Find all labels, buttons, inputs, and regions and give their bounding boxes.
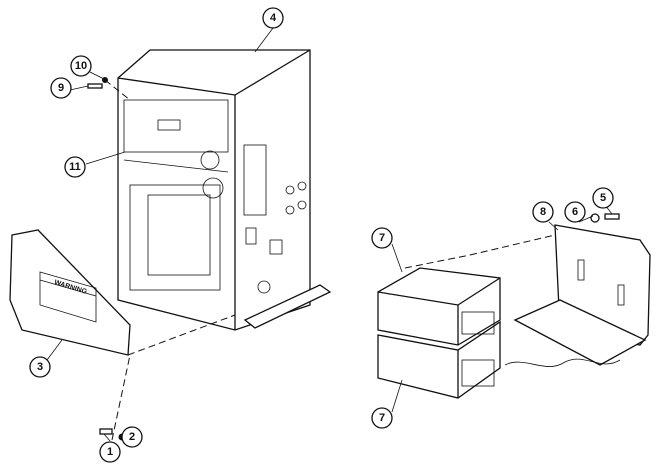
power-supplies <box>377 267 501 399</box>
front-panel: WARNING <box>9 229 131 356</box>
callout-6: 6 <box>564 201 586 223</box>
callout-7-top: 7 <box>371 227 393 249</box>
svg-text:1: 1 <box>107 446 113 458</box>
svg-text:11: 11 <box>69 161 81 173</box>
svg-text:6: 6 <box>572 206 578 218</box>
callout-7-bottom: 7 <box>371 407 393 429</box>
svg-text:7: 7 <box>379 232 385 244</box>
svg-text:10: 10 <box>75 60 87 72</box>
screw <box>99 428 113 435</box>
svg-text:2: 2 <box>129 431 135 443</box>
callout-9: 9 <box>50 77 72 99</box>
svg-text:5: 5 <box>600 192 606 204</box>
svg-text:8: 8 <box>540 206 546 218</box>
callout-8: 8 <box>532 201 554 223</box>
mounting-bracket <box>504 224 651 367</box>
washer <box>590 213 600 223</box>
svg-text:7: 7 <box>379 412 385 424</box>
callout-10: 10 <box>70 55 92 77</box>
callout-2: 2 <box>121 426 143 448</box>
cabinet-assembly <box>117 49 332 331</box>
callout-5: 5 <box>592 187 614 209</box>
svg-text:3: 3 <box>37 361 43 373</box>
callout-4: 4 <box>262 7 284 29</box>
callout-1: 1 <box>99 441 121 463</box>
callout-11: 11 <box>64 156 86 178</box>
svg-text:4: 4 <box>270 12 277 24</box>
callout-3: 3 <box>29 356 51 378</box>
screw <box>604 213 620 220</box>
screw <box>87 83 103 89</box>
svg-text:9: 9 <box>58 82 64 94</box>
